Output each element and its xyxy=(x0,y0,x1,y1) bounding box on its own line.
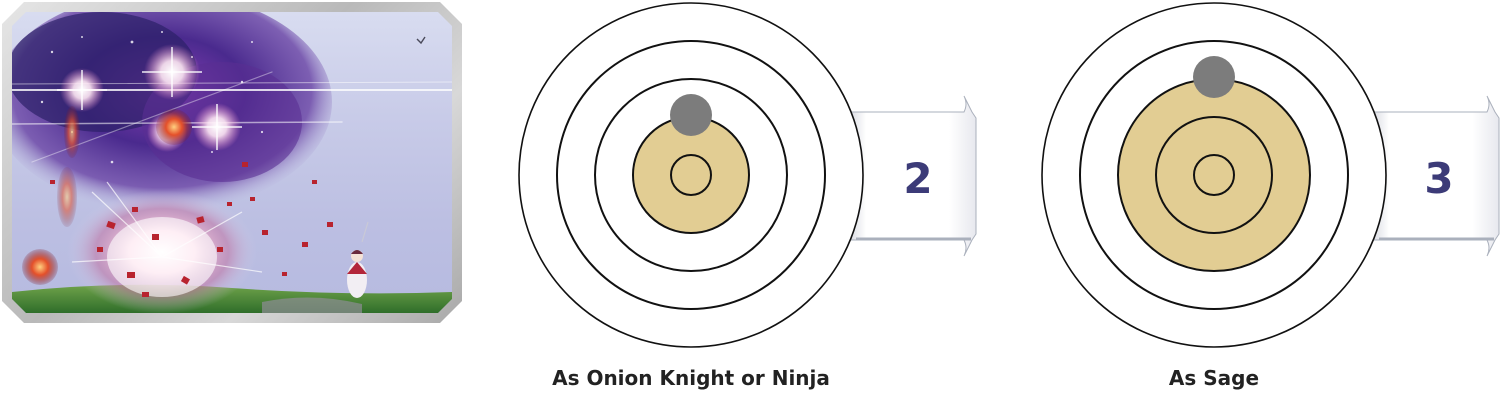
screenshot-frame xyxy=(2,2,462,323)
bullseye xyxy=(1193,154,1235,196)
target-onion-knight-ninja: 2 As Onion Knight or Ninja xyxy=(516,0,996,419)
battle-explosion-image xyxy=(12,12,452,313)
target-diagram: 2 xyxy=(518,2,977,348)
target-sage: 3 As Sage xyxy=(1039,0,1509,419)
tab-number: 2 xyxy=(903,154,932,203)
number-tab: 3 xyxy=(1364,95,1500,257)
bullseye xyxy=(670,154,712,196)
target-diagram: 3 xyxy=(1041,2,1500,348)
number-tab: 2 xyxy=(841,95,977,257)
position-marker xyxy=(1193,56,1235,98)
position-marker xyxy=(670,94,712,136)
target-caption: As Sage xyxy=(1168,366,1260,390)
battle-screenshot xyxy=(12,12,452,313)
tab-number: 3 xyxy=(1424,154,1453,203)
target-caption: As Onion Knight or Ninja xyxy=(552,366,830,390)
